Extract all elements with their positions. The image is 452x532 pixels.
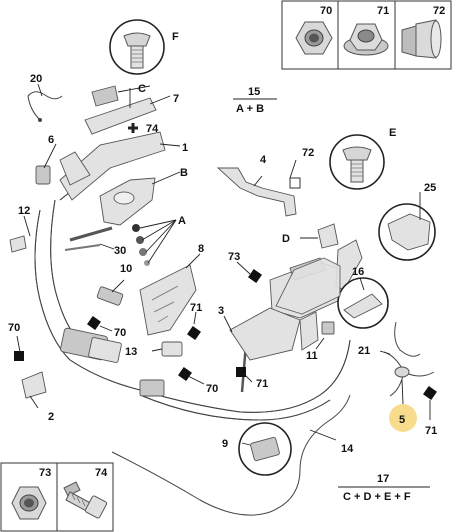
bracket-part-1 [59,131,166,201]
legend-72-label: 72 [433,5,445,17]
callout-c: C [138,83,146,95]
rod-part-30 [69,226,113,242]
label-5: 5 [399,414,405,426]
label-16: 16 [352,266,364,278]
rubber-stopper-icon [401,19,442,59]
label-71-left: 71 [190,302,202,314]
label-71-mid: 71 [256,378,268,390]
bracket-part-4 [216,167,297,217]
label-12: 12 [18,205,30,217]
bracket-part-7 [84,97,157,135]
group-17-number: 17 [377,473,389,485]
connector-part-10 [96,286,124,306]
bracket-part-2 [21,371,47,399]
flange-nut-icon [343,23,389,56]
sensor-part-5 [394,366,410,378]
legend-top: 70 71 72 [281,0,452,70]
label-13: 13 [125,346,137,358]
stopper-box-72 [289,177,301,189]
label-70-mid: 70 [114,327,126,339]
label-71-right: 71 [425,425,437,437]
nut-icon [11,486,47,520]
label-25: 25 [424,182,436,194]
connector-part-13 [161,341,183,357]
group-17: 17 C + D + E + F [338,473,430,503]
legend-70-label: 70 [320,5,332,17]
screw-icon [342,146,372,183]
label-11: 11 [306,350,318,362]
label-4: 4 [260,154,267,166]
label-73: 73 [228,251,240,263]
plate-part-12 [9,235,27,253]
label-8: 8 [198,243,204,255]
label-74: 74 [146,123,159,135]
label-7: 7 [173,93,179,105]
label-3: 3 [218,305,224,317]
stud-bolt-icon [63,481,108,519]
label-30: 30 [114,245,126,257]
label-14: 14 [341,443,354,455]
label-21: 21 [358,345,370,357]
label-70-left: 70 [8,322,20,334]
callout-d: D [282,233,290,245]
wiring-harness-assembly [9,19,437,516]
label-1: 1 [182,142,188,154]
bracket-part-8 [139,264,197,336]
label-9: 9 [222,438,228,450]
block-part-11 [321,321,335,335]
label-20: 20 [30,73,42,85]
callout-f: F [172,31,179,43]
callout-e: E [389,127,396,139]
group-15: 15 A + B [233,86,277,115]
leader-lines [16,83,431,446]
label-10: 10 [120,263,132,275]
legend-bottom: 73 74 [0,462,114,532]
connector-part-d [317,223,339,249]
group-15-number: 15 [248,86,260,98]
nut-icon [295,21,333,55]
callout-b: B [180,167,188,179]
group-15-formula: A + B [236,103,264,115]
label-72: 72 [302,147,314,159]
legend-73-label: 73 [39,467,51,479]
highlight-circle-5 [389,404,417,432]
fastener-markers [14,269,437,400]
label-6: 6 [48,134,54,146]
legend-74-label: 74 [95,467,108,479]
block-part-6 [35,165,51,185]
clips-a [132,224,150,266]
group-17-formula: C + D + E + F [343,491,411,503]
label-70-bottom: 70 [206,383,218,395]
plus-marker-74 [128,123,138,133]
callout-a: A [178,215,186,227]
label-2: 2 [48,411,54,423]
screw-icon [123,32,151,69]
clip-part-c [91,85,119,107]
legend-71-label: 71 [377,5,389,17]
